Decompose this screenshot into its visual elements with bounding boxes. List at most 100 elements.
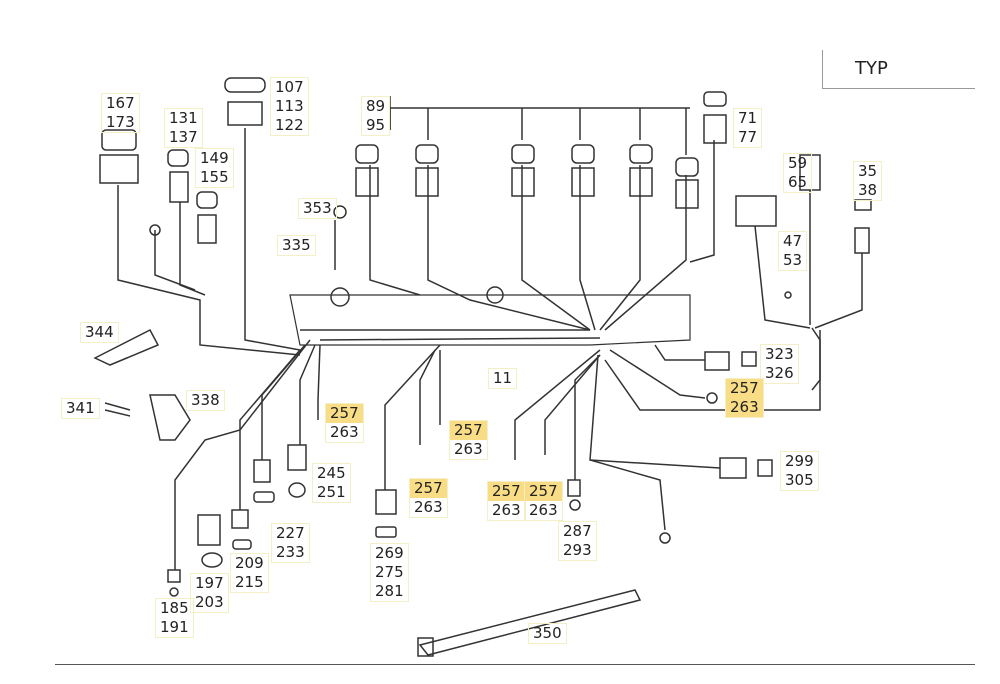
part-number: 263 [492,501,521,519]
variant-label: TYP [855,58,888,79]
part-number: 38 [858,181,878,199]
part-number: 344 [85,323,114,341]
part-number: 167 [106,94,135,112]
part-number: 197 [195,574,224,592]
grommet [330,287,350,307]
part-number: 257 [525,482,562,501]
part-number: 281 [375,582,404,600]
part-number: 338 [191,391,220,409]
bolt [104,402,131,417]
part-number: 71 [738,109,758,127]
part-number: 323 [765,345,794,363]
variant-box: TYP [822,50,975,89]
cable-clip [93,328,160,366]
part-number: 227 [276,524,305,542]
part-number: 263 [529,501,558,519]
part-number: 35 [858,162,878,180]
part-number: 251 [317,483,346,501]
part-number: 209 [235,554,264,572]
part-number: 131 [169,109,198,127]
harness-main-trunk [289,294,691,346]
part-number: 89 [366,97,386,115]
part-number: 350 [533,624,562,642]
part-number: 95 [366,116,386,134]
part-number: 149 [200,149,229,167]
part-number: 326 [765,364,794,382]
part-callout[interactable]: 344 [80,322,119,343]
left-connectors [99,77,347,356]
lower-left-branches [167,339,321,597]
part-number: 335 [282,236,311,254]
part-number: 305 [785,471,814,489]
part-number: 257 [726,379,763,398]
part-number: 275 [375,563,404,581]
part-number: 59 [788,154,808,172]
part-number: 257 [488,482,525,501]
part-number: 287 [563,522,592,540]
right-connectors [735,154,872,391]
part-number: 341 [66,399,95,417]
part-callout[interactable]: 341 [61,398,100,419]
part-number: 257 [326,404,363,423]
part-number: 263 [330,423,359,441]
part-number: 263 [454,440,483,458]
part-number: 353 [303,199,332,217]
part-callout[interactable]: 350 [528,623,567,644]
part-number: 53 [783,251,803,269]
part-number: 263 [414,498,443,516]
part-number: 191 [160,618,189,636]
part-callout[interactable]: 353 [298,198,337,219]
part-number: 257 [410,479,447,498]
part-number: 122 [275,116,304,134]
part-number: 293 [563,541,592,559]
part-number: 155 [200,168,229,186]
part-number: 245 [317,464,346,482]
part-callout[interactable]: 335 [277,235,316,256]
part-number: 257 [450,421,487,440]
part-number: 11 [493,369,513,387]
bottom-divider [55,664,975,665]
cable-tie [418,589,642,656]
bracket [149,394,191,441]
part-number: 113 [275,97,304,115]
part-callout[interactable]: 338 [186,390,225,411]
part-number: 269 [375,544,404,562]
part-number: 107 [275,78,304,96]
part-number: 65 [788,173,808,191]
part-number: 233 [276,543,305,561]
top-connectors [355,91,727,331]
part-number: 215 [235,573,264,591]
part-callout[interactable]: 11 [488,368,518,389]
part-number: 203 [195,593,224,611]
part-number: 263 [726,398,763,417]
part-number: 185 [160,599,189,617]
part-number: 173 [106,113,135,131]
part-number: 299 [785,452,814,470]
part-number: 47 [783,232,803,250]
